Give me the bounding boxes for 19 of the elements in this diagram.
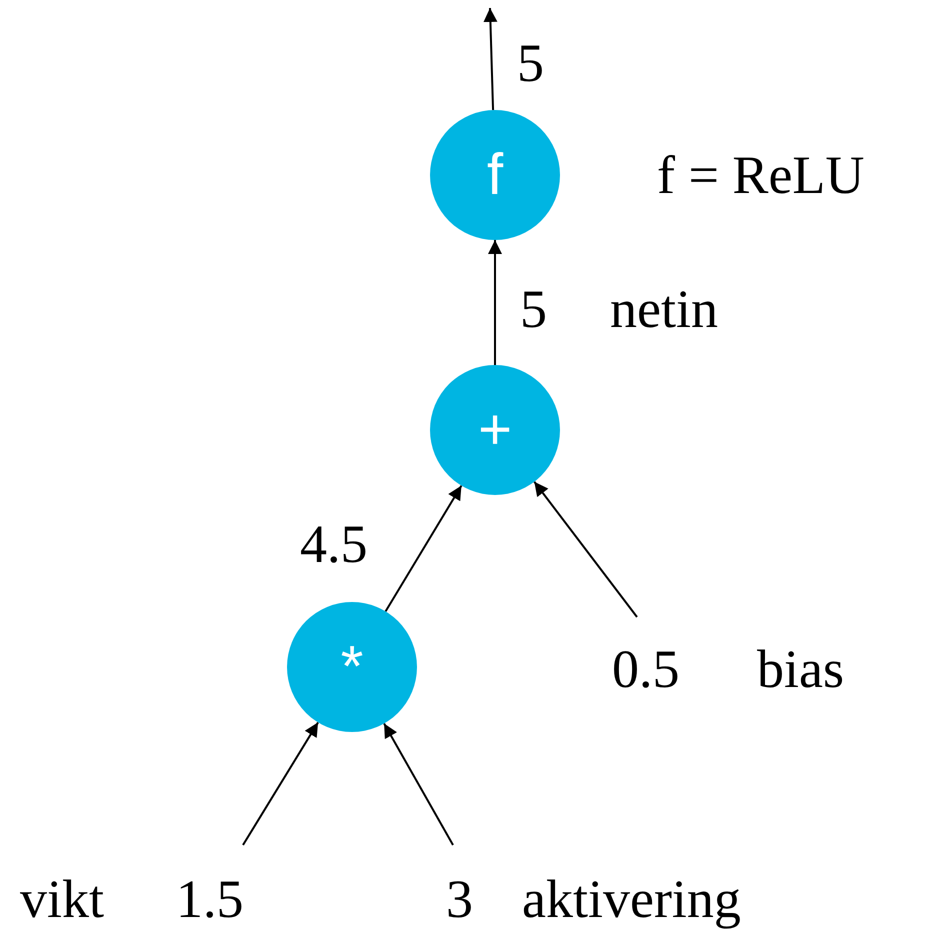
value-text: 1.5	[176, 872, 244, 926]
arrow	[534, 481, 638, 618]
operator-symbol: +	[478, 401, 512, 459]
arrow	[383, 723, 454, 846]
edge-label: 5	[517, 36, 544, 90]
arrow	[488, 240, 502, 365]
arrow	[242, 722, 319, 846]
value-caption: bias	[757, 642, 844, 696]
operator-symbol: *	[340, 638, 364, 696]
value-caption: vikt	[20, 872, 104, 926]
operator-symbol: f	[486, 146, 504, 204]
note-text: netin	[610, 282, 718, 336]
note-text: f = ReLU	[657, 148, 864, 202]
edge-label: 4.5	[300, 517, 368, 571]
arrow	[483, 8, 498, 110]
edge-label: 5	[520, 282, 547, 336]
value-text: 0.5	[612, 642, 680, 696]
value-text: 3	[446, 872, 473, 926]
arrow	[384, 485, 462, 612]
